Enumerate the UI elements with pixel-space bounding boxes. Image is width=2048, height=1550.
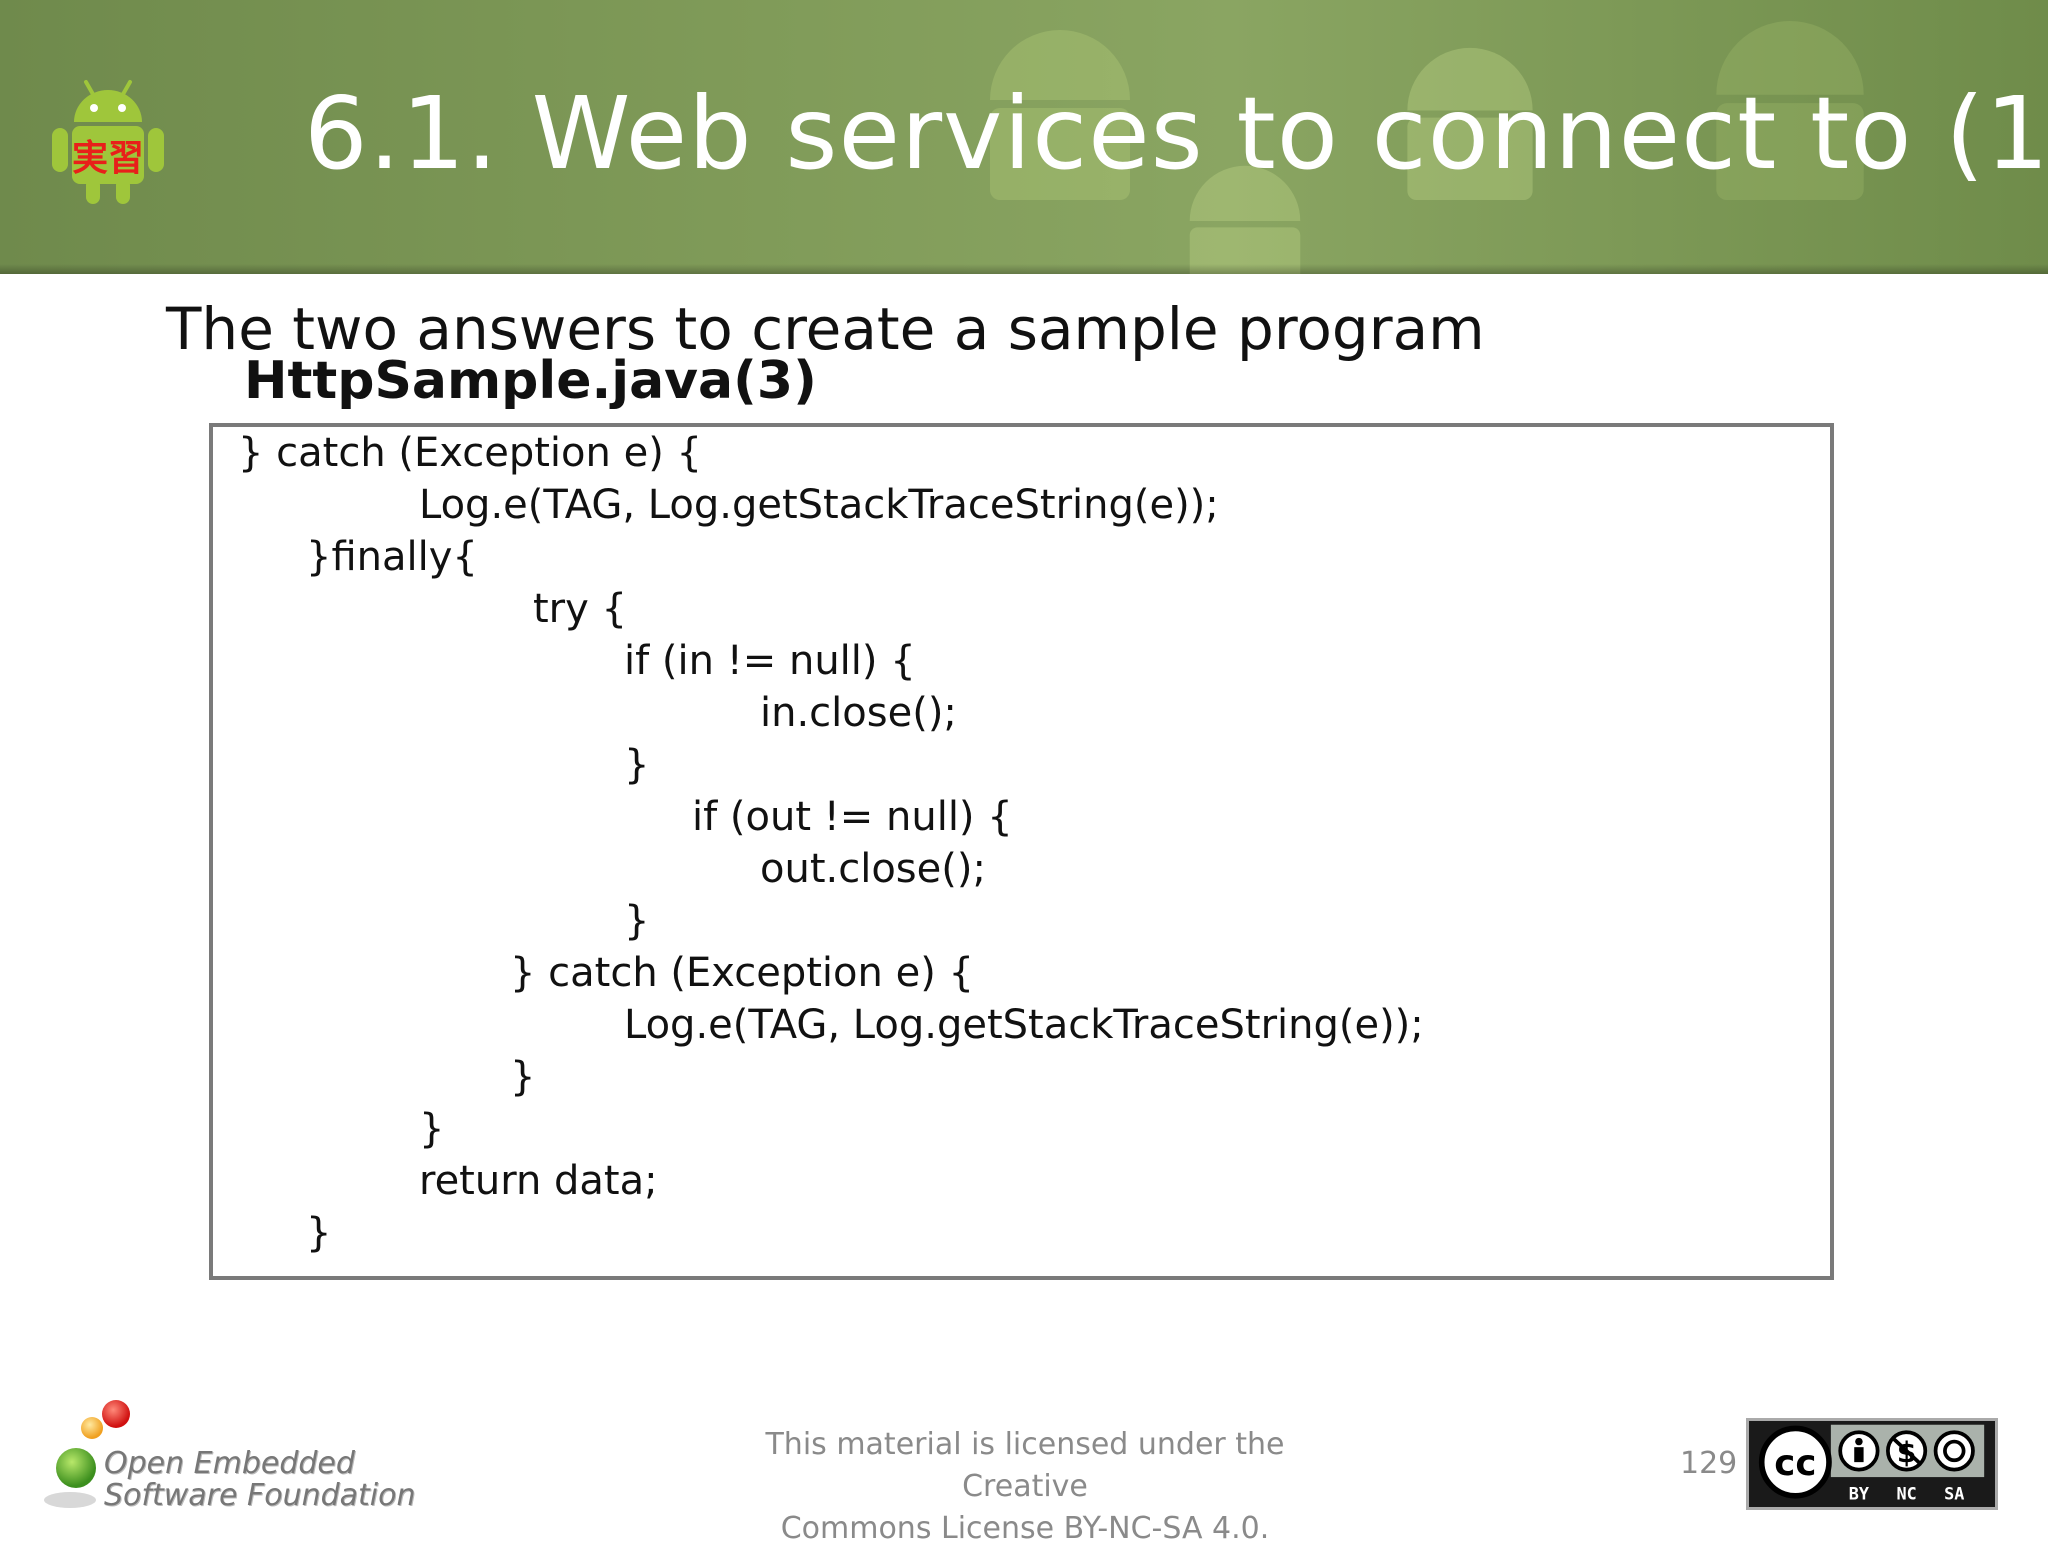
code-filename: HttpSample.java(3) <box>244 351 817 411</box>
code-line: }finally{ <box>306 534 478 580</box>
android-practice-logo-icon: 実習 <box>52 80 164 204</box>
slide-subtitle: The two answers to create a sample progr… <box>166 295 1485 363</box>
code-line: in.close(); <box>760 690 957 736</box>
slide-title: 6.1. Web services to connect to (1) <box>304 75 2048 192</box>
oesf-name-line1: Open Embedded <box>104 1446 355 1481</box>
cc-by-nc-sa-badge-icon: cc $ BY NC SA <box>1746 1418 1998 1510</box>
code-line: if (in != null) { <box>624 638 916 684</box>
code-block: } catch (Exception e) { Log.e(TAG, Log.g… <box>209 423 1834 1280</box>
oesf-name: Open Embedded Software Foundation <box>104 1448 416 1512</box>
header-divider <box>0 264 2048 274</box>
code-line: } catch (Exception e) { <box>510 950 974 996</box>
license-line1: This material is licensed under the Crea… <box>765 1427 1285 1504</box>
code-line: if (out != null) { <box>692 794 1013 840</box>
by-label: BY <box>1849 1484 1870 1504</box>
nc-label: NC <box>1896 1484 1916 1504</box>
code-line: Log.e(TAG, Log.getStackTraceString(e)); <box>419 482 1219 528</box>
cc-text: cc <box>1774 1443 1816 1484</box>
oesf-name-line2: Software Foundation <box>104 1478 416 1513</box>
code-line: } <box>510 1054 536 1100</box>
code-line: } <box>306 1210 332 1256</box>
page-number: 129 <box>1680 1446 1738 1481</box>
code-line: } <box>624 742 650 788</box>
code-line: } catch (Exception e) { <box>238 430 702 476</box>
oesf-logo-icon <box>44 1400 130 1508</box>
logo-text: 実習 <box>72 138 144 179</box>
code-line: } <box>419 1106 445 1152</box>
code-line: return data; <box>419 1158 658 1204</box>
background-droid-icon <box>990 30 1130 200</box>
slide-header: 実習 6.1. Web services to connect to (1) <box>0 0 2048 274</box>
code-line: } <box>624 898 650 944</box>
code-line: out.close(); <box>760 846 986 892</box>
background-droid-icon <box>1189 165 1301 274</box>
code-line: try { <box>533 586 627 632</box>
background-droid-icon <box>1407 47 1533 200</box>
license-line2: Commons License BY-NC-SA 4.0. <box>780 1511 1270 1546</box>
sa-icon <box>1933 1430 1975 1472</box>
code-line: Log.e(TAG, Log.getStackTraceString(e)); <box>624 1002 1424 1048</box>
sa-label: SA <box>1944 1484 1964 1504</box>
background-droid-icon <box>1716 21 1864 200</box>
license-notice: This material is licensed under the Crea… <box>700 1424 1350 1550</box>
